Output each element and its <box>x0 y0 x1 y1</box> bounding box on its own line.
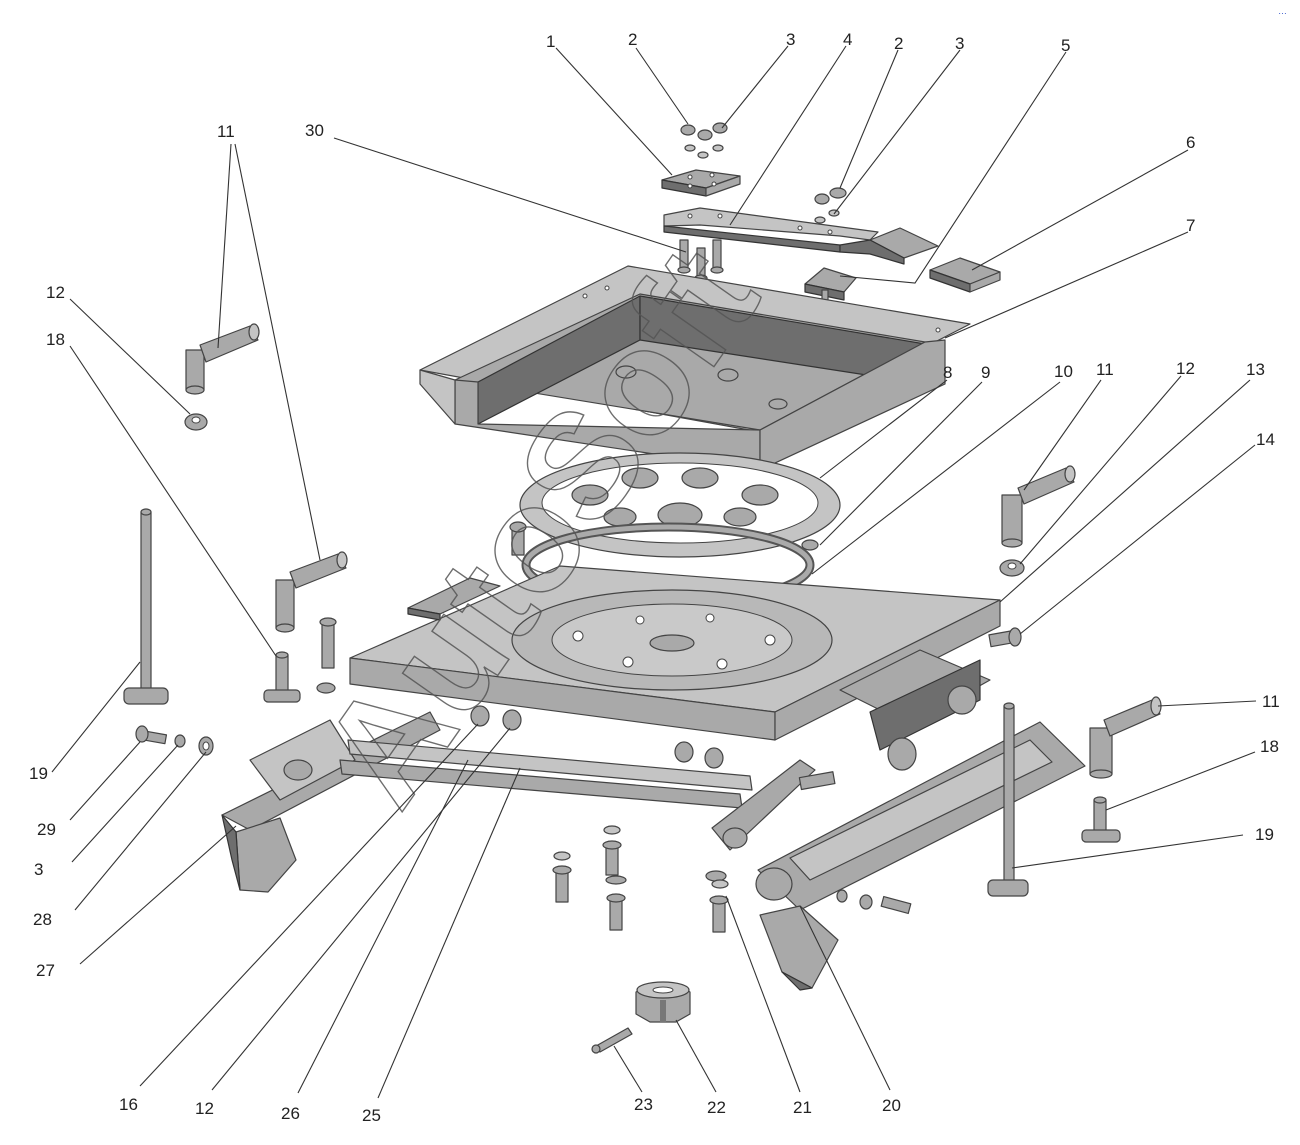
base-frame <box>349 565 1001 741</box>
top-plate-1 <box>661 169 741 197</box>
nut-12-left <box>184 413 208 431</box>
castle-nut-22 <box>635 981 691 1023</box>
callout-4: 4 <box>843 30 852 49</box>
bracket-4 <box>663 207 939 265</box>
bolts-bottom-center <box>552 825 627 931</box>
callout-13: 13 <box>1246 360 1265 379</box>
callout-5: 5 <box>1061 36 1070 55</box>
callout-20: 20 <box>882 1096 901 1115</box>
callout-12: 12 <box>46 283 65 302</box>
callout-28: 28 <box>33 910 52 929</box>
nut-12-right <box>999 559 1025 577</box>
callout-3: 3 <box>955 34 964 53</box>
callout-10: 10 <box>1054 362 1073 381</box>
callout-23: 23 <box>634 1095 653 1114</box>
callout-3: 3 <box>34 860 43 879</box>
rod-19-left <box>123 508 169 705</box>
lever-11-top-left <box>185 323 260 395</box>
nuts-and-washers-top-right <box>814 187 847 224</box>
nuts-16 <box>470 705 724 769</box>
bolt-and-washer-right <box>836 889 912 915</box>
callout-19: 19 <box>29 764 48 783</box>
callout-3: 3 <box>786 30 795 49</box>
bolt-and-washer-left <box>316 617 337 694</box>
callout-6: 6 <box>1186 133 1195 152</box>
callout-numbers: 1 2 3 4 2 3 5 6 7 30 11 12 18 8 9 10 11 … <box>29 30 1280 1125</box>
nuts-and-washers-top-left <box>680 122 728 159</box>
callout-2: 2 <box>894 34 903 53</box>
callout-16: 16 <box>119 1095 138 1114</box>
callout-18: 18 <box>46 330 65 349</box>
pin-18-right <box>1081 796 1121 843</box>
callout-14: 14 <box>1256 430 1275 449</box>
callout-11: 11 <box>217 122 235 141</box>
lever-11-mid-left <box>275 551 348 633</box>
callout-21: 21 <box>793 1098 812 1117</box>
pin-18-left <box>263 651 301 703</box>
rod-19-right <box>987 702 1029 897</box>
bolt-29-washers-3-28 <box>135 725 214 756</box>
lever-11-lower-right <box>1089 696 1162 779</box>
slide-rail-20 <box>755 721 1086 991</box>
callout-25: 25 <box>362 1106 381 1125</box>
callout-30: 30 <box>305 121 324 140</box>
callout-19: 19 <box>1255 825 1274 844</box>
leader-lines <box>51 45 1257 1099</box>
callout-12: 12 <box>1176 359 1195 378</box>
callout-22: 22 <box>707 1098 726 1117</box>
hinge-rail-right <box>839 649 991 771</box>
callout-8: 8 <box>943 363 952 382</box>
callout-11: 11 <box>1096 360 1114 379</box>
callout-1: 1 <box>546 32 555 51</box>
bolt-21 <box>705 870 729 933</box>
callout-11: 11 <box>1262 692 1280 711</box>
upper-tray-7 <box>419 265 971 471</box>
callout-26: 26 <box>281 1104 300 1123</box>
bolts-30 <box>677 239 724 282</box>
callout-27: 27 <box>36 961 55 980</box>
pad-6 <box>929 257 1001 293</box>
callout-2: 2 <box>628 30 637 49</box>
callout-12: 12 <box>195 1099 214 1118</box>
slide-arm-right <box>711 759 836 851</box>
pin-14 <box>988 627 1022 648</box>
callout-7: 7 <box>1186 216 1195 235</box>
lever-11-right <box>1001 465 1076 548</box>
callout-18: 18 <box>1260 737 1279 756</box>
callout-29: 29 <box>37 820 56 839</box>
callout-9: 9 <box>981 363 990 382</box>
corner-mark: … <box>1278 6 1287 16</box>
cotter-pin-23 <box>591 1027 633 1054</box>
